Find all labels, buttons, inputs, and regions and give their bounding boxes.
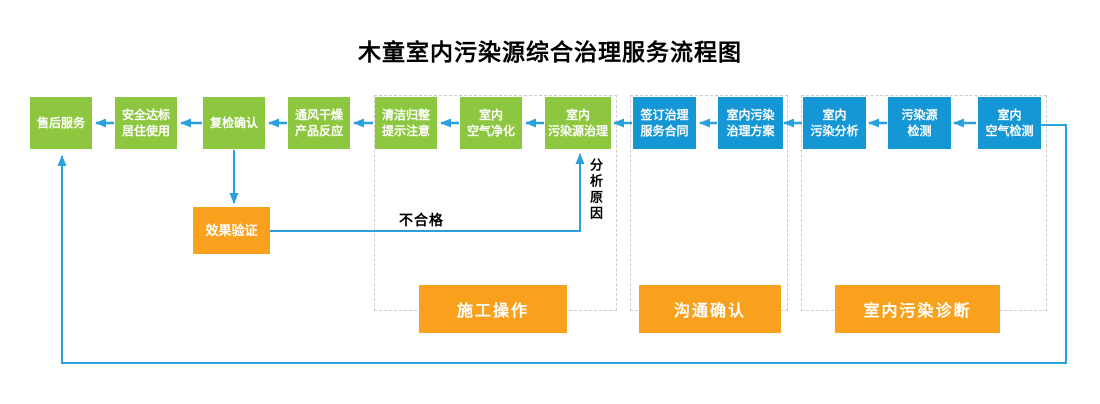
node-recheck-confirm: 复检确认 [203,97,265,149]
node-cleanup-notice: 清洁归整 提示注意 [375,97,437,149]
node-pollution-source-test: 污染源 检测 [888,97,951,149]
node-pollution-analysis: 室内 污染分析 [803,97,866,149]
page-title: 木童室内污染源综合治理服务流程图 [358,39,742,65]
node-air-purification: 室内 空气净化 [460,97,522,149]
edge-label-analyze-reason: 分析原因 [588,158,603,222]
node-indoor-air-test: 室内 空气检测 [978,97,1041,149]
node-safe-occupancy: 安全达标 居住使用 [115,97,177,149]
node-source-treatment: 室内 污染源治理 [545,97,611,149]
group-label-communication: 沟通确认 [639,285,781,333]
group-label-construction: 施工操作 [419,285,567,333]
node-after-sale-service: 售后服务 [30,97,92,149]
edge-label-fail: 不合格 [399,212,444,228]
node-treatment-plan: 室内污染 治理方案 [718,97,783,149]
edge-fail-loop [270,153,585,232]
node-ventilation-drying: 通风干燥 产品反应 [288,97,350,149]
edge-long-feedback-loop [57,124,1067,364]
group-label-diagnosis: 室内污染诊断 [835,285,1000,333]
node-effect-verification: 效果验证 [193,207,270,254]
node-sign-contract: 签订治理 服务合同 [633,97,696,149]
